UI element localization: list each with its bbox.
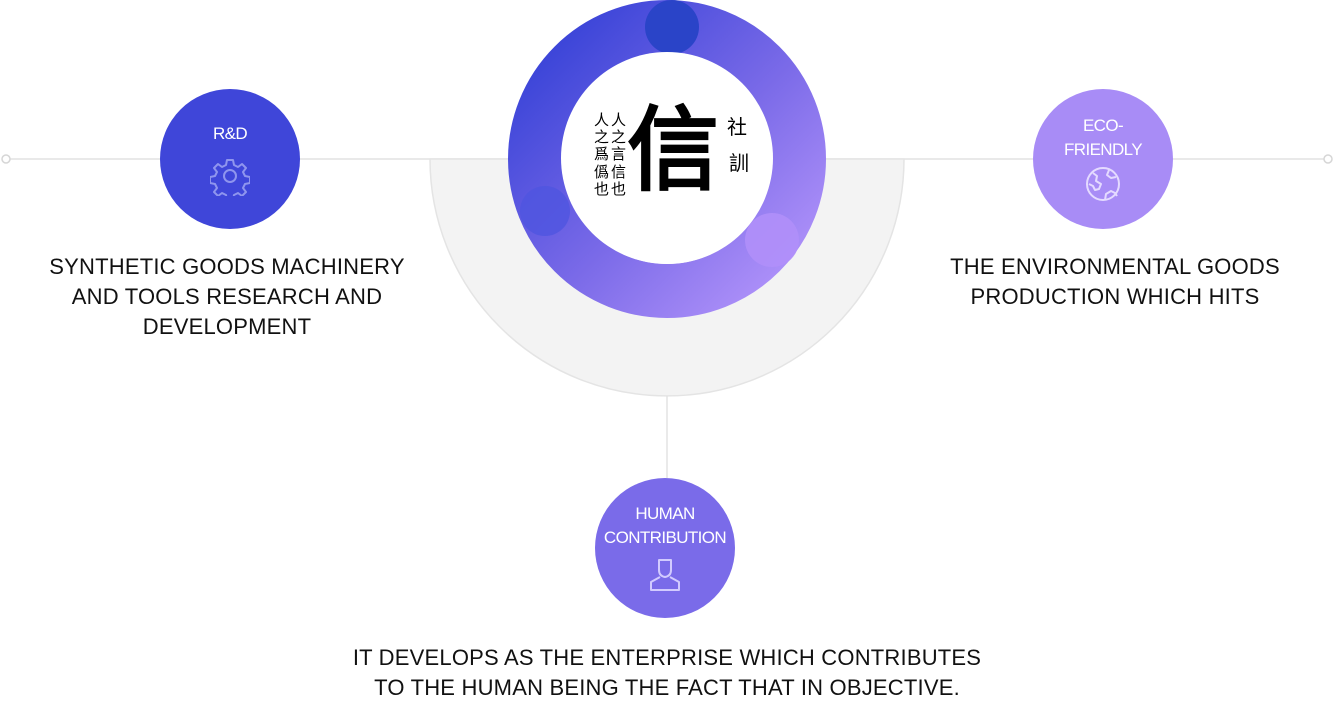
node-eco: ECO- FRIENDLY [1033,89,1173,229]
eco-description: THE ENVIRONMENTAL GOODS PRODUCTION WHICH… [905,252,1325,312]
human-description-line: TO THE HUMAN BEING THE FACT THAT IN OBJE… [374,675,960,700]
endpoint-left [1,154,11,164]
motto-right-char-1: 社 [727,115,747,139]
rd-description: SYNTHETIC GOODS MACHINERY AND TOOLS RESE… [20,252,434,342]
node-human: HUMAN CONTRIBUTION [595,478,735,618]
rd-description-line: DEVELOPMENT [142,314,312,339]
motto-col-3: 信也 [611,163,627,198]
motto-main-char: 信 [627,96,720,204]
node-eco-label-2: FRIENDLY [1063,140,1143,159]
globe-icon [1086,167,1120,201]
person-icon [650,559,680,591]
human-description: IT DEVELOPS AS THE ENTERPRISE WHICH CONT… [300,643,1034,703]
eco-description-line: THE ENVIRONMENTAL GOODS [950,254,1280,279]
node-human-label-1: HUMAN [635,504,695,523]
ring-cap-right [745,213,799,267]
rd-description-line: AND TOOLS RESEARCH AND [71,284,383,309]
rd-description-line: SYNTHETIC GOODS MACHINERY [49,254,405,279]
endpoint-right [1323,154,1333,164]
human-description-line: IT DEVELOPS AS THE ENTERPRISE WHICH CONT… [352,645,982,670]
node-rd: R&D [160,89,300,229]
gear-icon [210,159,250,196]
ring-cap-top [645,0,699,54]
node-eco-label-1: ECO- [1082,116,1124,135]
motto-col-1: 人之言 [611,111,627,163]
node-rd-label: R&D [212,124,248,143]
motto-col-2: 人之爲 [594,111,610,163]
eco-description-line: PRODUCTION WHICH HITS [970,284,1260,309]
ring-cap-left [520,186,570,236]
company-motto-logo: 信 社 訓 人之言 人之爲 信也 僞也 [561,52,773,264]
motto-col-4: 僞也 [594,163,610,198]
node-human-label-2: CONTRIBUTION [603,528,727,547]
motto-right-char-2: 訓 [729,151,749,175]
